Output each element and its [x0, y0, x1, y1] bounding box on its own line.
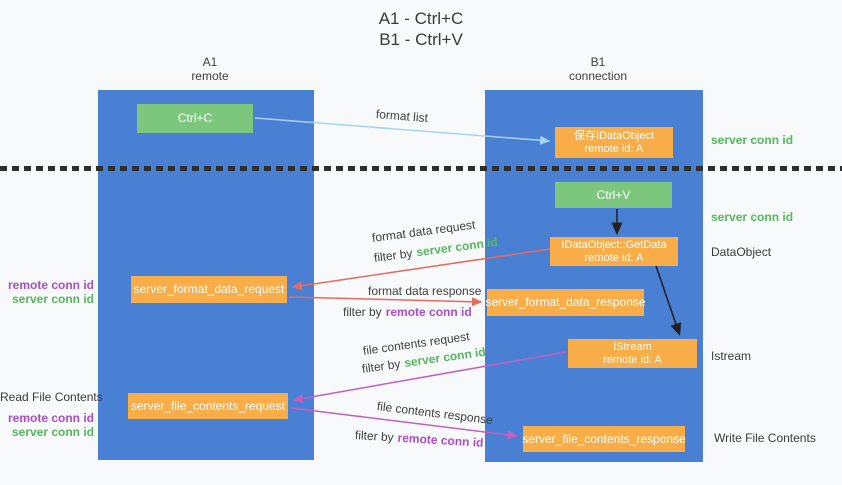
diagram-title: A1 - Ctrl+C B1 - Ctrl+V — [321, 8, 521, 50]
format-data-response-annotation: format data response — [368, 284, 482, 298]
getdata-line1: IDataObject::GetData — [561, 238, 667, 251]
dataobject-label: DataObject — [711, 245, 772, 259]
server-file-contents-response-label: server_file_contents_response — [522, 431, 686, 446]
filter-by-text-3: filter by — [361, 356, 402, 376]
left-column-role: remote — [191, 69, 229, 83]
istream-line2: remote id: A — [603, 353, 662, 366]
getdata-line2: remote id: A — [584, 251, 644, 264]
getdata-node: IDataObject::GetData remote id: A — [550, 237, 678, 266]
right-column-header: B1 connection — [518, 55, 678, 83]
istream-side-label: Istream — [711, 349, 752, 363]
conn-id-group-file: remote conn id server conn id — [0, 411, 94, 439]
save-dataobject-line1: 保存IDataObject — [573, 129, 655, 142]
read-file-contents-label: Read File Contents — [0, 390, 103, 404]
server-conn-id-label-1: server conn id — [11, 292, 94, 306]
server-conn-id-label-top: server conn id — [711, 133, 794, 147]
server-conn-id-label-mid: server conn id — [711, 210, 794, 224]
filter-by-text-2: filter by — [343, 305, 382, 319]
istream-node: IStream remote id: A — [568, 339, 697, 368]
server-file-contents-response-node: server_file_contents_response — [522, 426, 686, 452]
write-file-contents-label: Write File Contents — [714, 431, 816, 445]
server-format-data-response-label: server_format_data_response — [485, 295, 646, 309]
server-format-data-request-label: server_format_data_request — [133, 282, 285, 296]
server-format-data-request-node: server_format_data_request — [131, 276, 287, 303]
remote-conn-id-label-2: remote conn id — [7, 411, 94, 425]
left-column-header: A1 remote — [130, 55, 290, 83]
remote-conn-id-text-4: remote conn id — [397, 430, 484, 450]
server-file-contents-request-node: server_file_contents_request — [128, 393, 288, 419]
remote-conn-id-text-2: remote conn id — [385, 305, 472, 319]
ctrl-v-label: Ctrl+V — [596, 187, 631, 202]
phase-divider-dotted-line — [0, 166, 842, 171]
istream-line1: IStream — [613, 340, 652, 353]
ctrl-v-node: Ctrl+V — [555, 182, 672, 208]
file-contents-response-annotation: file contents response — [376, 399, 494, 428]
left-column-id: A1 — [202, 55, 218, 69]
ctrl-c-node: Ctrl+C — [137, 104, 253, 133]
server-file-contents-request-label: server_file_contents_request — [130, 398, 286, 413]
server-conn-id-label-2: server conn id — [11, 425, 94, 439]
filter-by-text-1: filter by — [373, 246, 414, 265]
server-format-data-response-node: server_format_data_response — [485, 289, 646, 316]
save-dataobject-line2: remote id: A — [584, 142, 644, 155]
title-line-ctrl-v: B1 - Ctrl+V — [379, 30, 463, 49]
filter-by-text-4: filter by — [354, 428, 395, 445]
save-dataobject-node: 保存IDataObject remote id: A — [555, 127, 673, 158]
right-column-id: B1 — [590, 55, 606, 69]
remote-conn-id-label-1: remote conn id — [7, 278, 94, 292]
title-line-ctrl-c: A1 - Ctrl+C — [378, 9, 464, 28]
right-column-role: connection — [568, 69, 628, 83]
format-list-annotation: format list — [375, 107, 429, 126]
conn-id-group-format: remote conn id server conn id — [0, 278, 94, 306]
ctrl-c-label: Ctrl+C — [177, 111, 213, 125]
